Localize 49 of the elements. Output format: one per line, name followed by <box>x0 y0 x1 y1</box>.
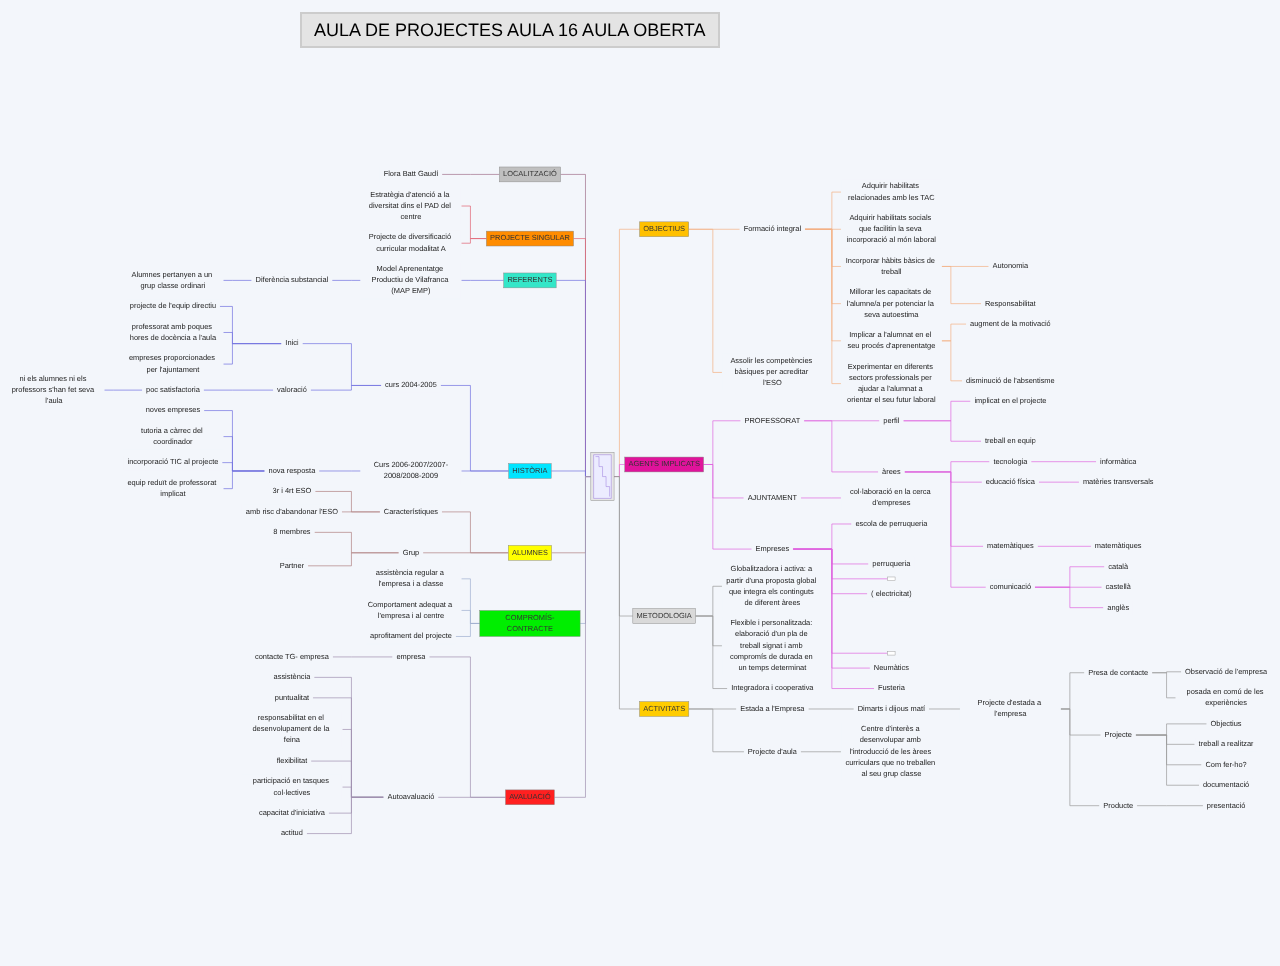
connector <box>804 228 842 384</box>
connector <box>437 796 506 798</box>
connector <box>1060 708 1100 807</box>
connector <box>441 174 500 175</box>
connector <box>695 615 728 689</box>
connector <box>306 796 385 834</box>
connector <box>1034 586 1104 608</box>
connector <box>332 656 394 658</box>
connector <box>1135 734 1200 786</box>
node-box <box>887 576 896 581</box>
connector <box>941 340 963 382</box>
connector <box>428 656 506 798</box>
connector <box>318 470 362 472</box>
connector <box>941 266 982 304</box>
connector <box>422 552 509 554</box>
connector <box>1151 672 1177 699</box>
connector <box>440 385 509 472</box>
connector <box>928 708 961 710</box>
connector <box>800 751 842 753</box>
connector <box>688 228 723 373</box>
connector <box>222 343 282 365</box>
connector <box>310 385 382 391</box>
connector <box>792 548 875 689</box>
connector <box>314 491 381 513</box>
connector <box>222 470 266 489</box>
connector <box>460 238 487 244</box>
connector <box>807 708 855 710</box>
connector <box>800 497 842 499</box>
connector <box>1136 805 1204 807</box>
connector <box>688 708 745 753</box>
connector <box>904 471 987 588</box>
connector <box>460 470 509 472</box>
connector <box>341 511 381 513</box>
title: AULA DE PROJECTES AULA 16 AULA OBERTA <box>300 12 720 48</box>
connector <box>803 420 879 473</box>
connector <box>1037 545 1092 547</box>
connector <box>455 623 481 637</box>
connector <box>222 280 253 281</box>
connector <box>331 280 362 281</box>
connector <box>1038 481 1080 483</box>
connector <box>1030 461 1097 463</box>
connector <box>902 420 982 442</box>
connector <box>703 464 753 550</box>
connector <box>103 389 143 391</box>
connector <box>307 552 400 567</box>
connector <box>460 280 505 281</box>
connector <box>613 476 640 710</box>
node-box <box>887 651 896 656</box>
connector <box>203 389 274 391</box>
